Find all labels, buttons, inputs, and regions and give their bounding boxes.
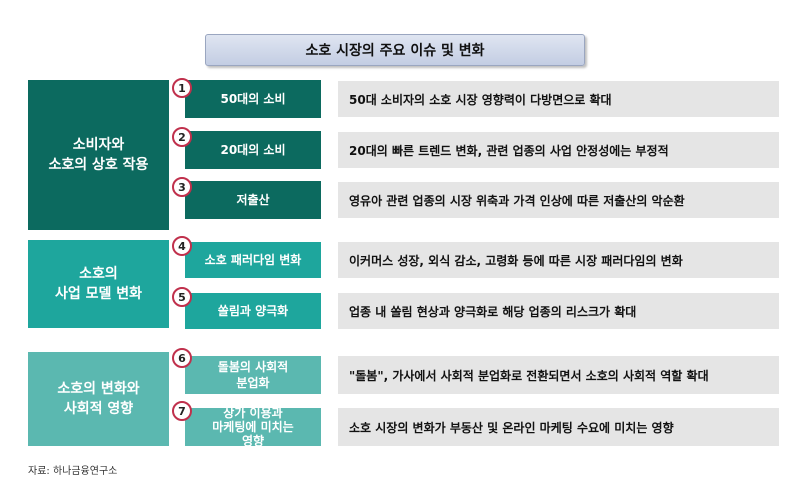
description-box: 50대 소비자의 소호 시장 영향력이 다방면으로 확대: [338, 81, 779, 117]
category-business-model: 소호의 사업 모델 변화: [28, 240, 169, 328]
diagram-title: 소호 시장의 주요 이슈 및 변화: [205, 34, 585, 66]
description-box: 이커머스 성장, 외식 감소, 고령화 등에 따른 시장 패러다임의 변화: [338, 242, 779, 278]
description-box: 영유아 관련 업종의 시장 위축과 가격 인상에 따른 저출산의 악순환: [338, 182, 779, 218]
topic-box: 쏠림과 양극화: [185, 293, 321, 329]
topic-box: 저출산: [185, 181, 321, 219]
topic-box: 소호 패러다임 변화: [185, 242, 321, 278]
topic-box: 20대의 소비: [185, 131, 321, 169]
number-badge: 2: [172, 127, 192, 147]
description-box: 소호 시장의 변화가 부동산 및 온라인 마케팅 수요에 미치는 영향: [338, 408, 779, 446]
number-badge: 6: [172, 348, 192, 368]
number-badge: 5: [172, 287, 192, 307]
number-badge: 7: [172, 401, 192, 421]
number-badge: 4: [172, 236, 192, 256]
category-consumer-interaction: 소비자와 소호의 상호 작용: [28, 80, 169, 230]
description-box: "돌봄", 가사에서 사회적 분업화로 전환되면서 소호의 사회적 역할 확대: [338, 356, 779, 394]
description-box: 업종 내 쏠림 현상과 양극화로 해당 업종의 리스크가 확대: [338, 293, 779, 329]
source-note: 자료: 하나금융연구소: [28, 466, 118, 477]
category-social-impact: 소호의 변화와 사회적 영향: [28, 352, 169, 446]
number-badge: 1: [172, 78, 192, 98]
topic-box: 50대의 소비: [185, 80, 321, 118]
topic-box: 돌봄의 사회적 분업화: [185, 356, 321, 394]
description-box: 20대의 빠른 트렌드 변화, 관련 업종의 사업 안정성에는 부정적: [338, 132, 779, 168]
topic-box: 상가 이용과 마케팅에 미치는 영향: [185, 408, 321, 446]
number-badge: 3: [172, 177, 192, 197]
